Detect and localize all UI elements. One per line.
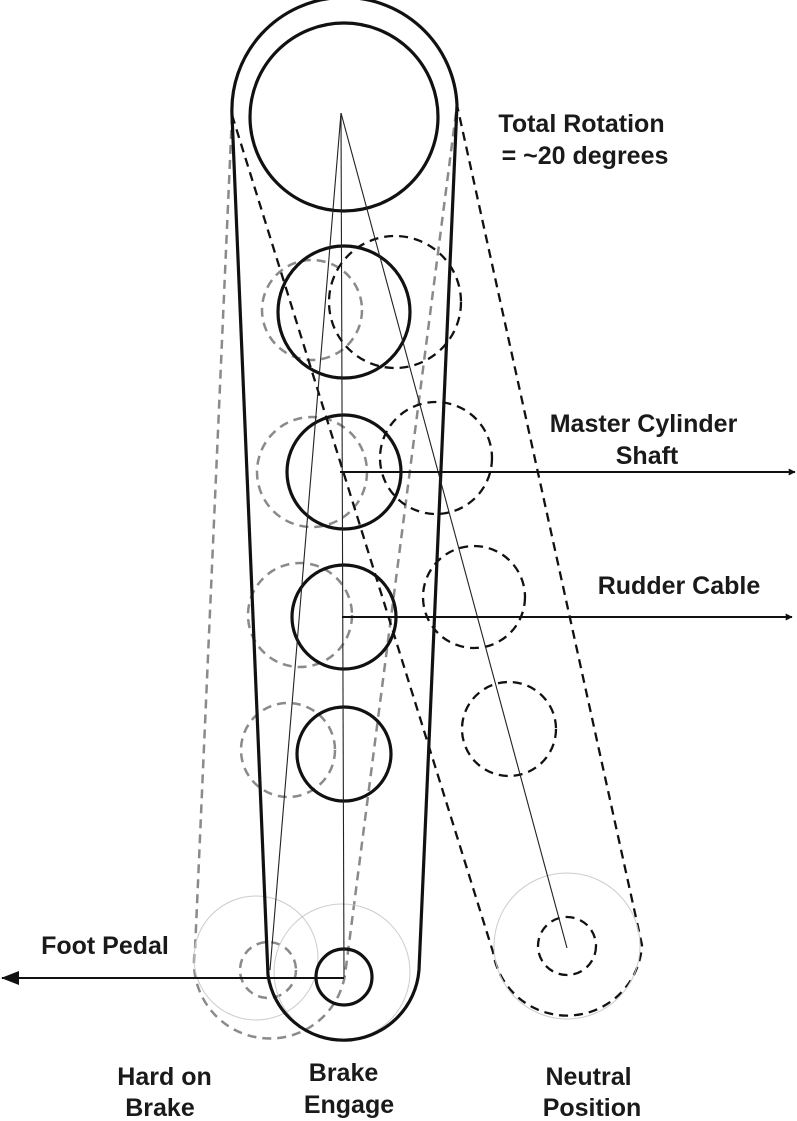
brake-hole-4 (295, 705, 393, 803)
brake-engage-label: Brake Engage (304, 1059, 394, 1119)
foot-pedal-label: Foot Pedal (41, 932, 169, 960)
total-rotation-label: Total Rotation = ~20 degrees (498, 110, 671, 170)
hard-brake-hole-4 (239, 701, 337, 799)
neutral-hole-2 (378, 400, 494, 516)
neutral-hole-1 (327, 234, 463, 370)
brake-hole-1 (276, 244, 412, 380)
hard-on-brake-label: Hard on Brake (117, 1063, 218, 1121)
pedal-swing-circles (193, 872, 641, 1041)
neutral-hole-4 (460, 680, 558, 778)
master-cylinder-label: Master Cylinder Shaft (550, 410, 745, 470)
hard-brake-pedal-hole (238, 940, 298, 1000)
hard-brake-hole-1 (260, 258, 364, 362)
neutral-hole-3 (421, 544, 527, 650)
neutral-pedal-hole (536, 915, 598, 977)
hard-brake-hole-3 (246, 561, 354, 669)
pivot-outer-ring (248, 21, 440, 213)
brake-engage-arm (230, 0, 459, 1042)
rotation-lines (269, 112, 568, 978)
rudder-cable-label: Rudder Cable (598, 572, 761, 600)
neutral-position-label: Neutral Position (543, 1063, 642, 1121)
hard-on-brake-arm (192, 104, 459, 1040)
